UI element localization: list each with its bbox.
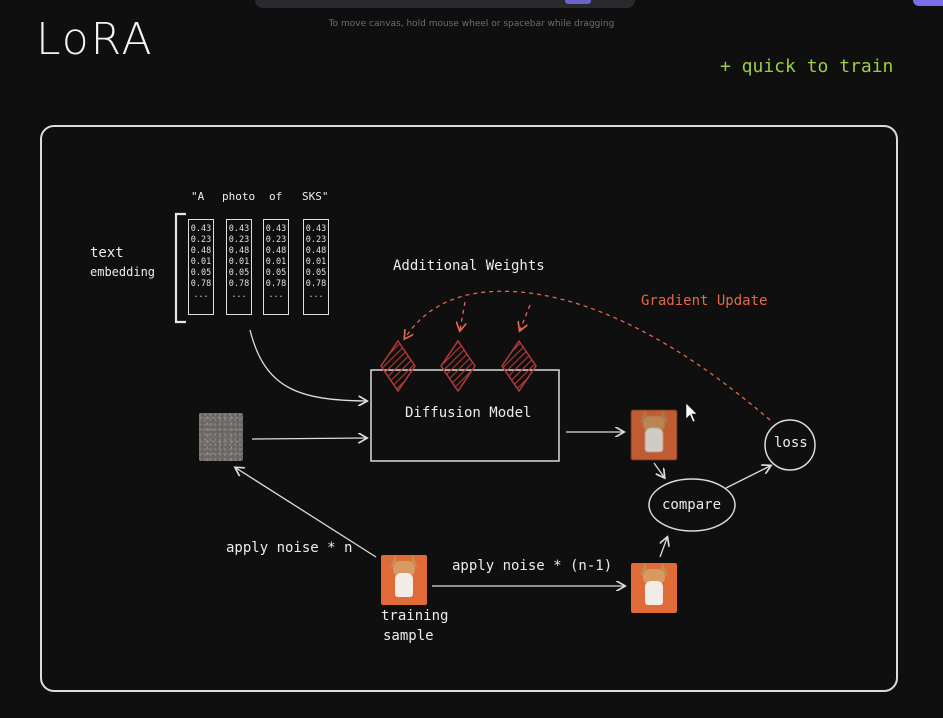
top-toolbar[interactable] [255,0,635,8]
noisy-image [199,413,243,461]
weight-diamond [440,339,476,393]
predicted-image [631,410,677,460]
prompt-word-4: SKS" [302,190,329,203]
weight-diamond [501,339,537,393]
apply-noise-n-label: apply noise * n [226,540,353,556]
page-title: LoRA [36,14,154,65]
text-embedding-label-2: embedding [90,265,156,279]
mouse-cursor-icon [685,402,698,423]
to-compare-arrow [653,462,664,477]
additional-weights-label: Additional Weights [393,258,545,274]
apply-noise-n-1-label: apply noise * (n-1) [452,558,613,574]
gradient-path [405,290,771,421]
prompt-word-1: "A [191,190,205,203]
menu-button[interactable] [913,0,943,6]
to-compare-arrow-2 [659,538,667,558]
weight-diamond [380,339,416,393]
training-sample-label-2: sample [383,628,434,644]
text-embedding-label: text [90,245,124,261]
note-quick-to-train: + quick to train [720,56,894,77]
loss-node [764,419,816,471]
noised-target-image [631,563,677,613]
training-sample-label: training [381,608,449,624]
embedding-arrow [249,329,366,401]
prompt-word-3: of [269,190,283,203]
compare-node [648,478,736,532]
diffusion-model-label: Diffusion Model [405,405,532,421]
to-loss-arrow [725,466,770,489]
gradient-branch [460,301,465,330]
gradient-update-label: Gradient Update [641,293,768,309]
apply-noise-arrow [236,468,377,558]
gradient-branch [520,304,531,330]
noise-arrow [251,438,366,439]
embedding-bracket [174,212,186,324]
loss-label: loss [774,435,808,451]
toolbar-handle[interactable] [565,0,591,4]
canvas-hint: To move canvas, hold mouse wheel or spac… [328,19,615,29]
training-sample-image [381,555,427,605]
prompt-word-2: photo [222,190,256,203]
compare-label: compare [662,497,722,513]
diagram-frame[interactable] [40,125,898,692]
